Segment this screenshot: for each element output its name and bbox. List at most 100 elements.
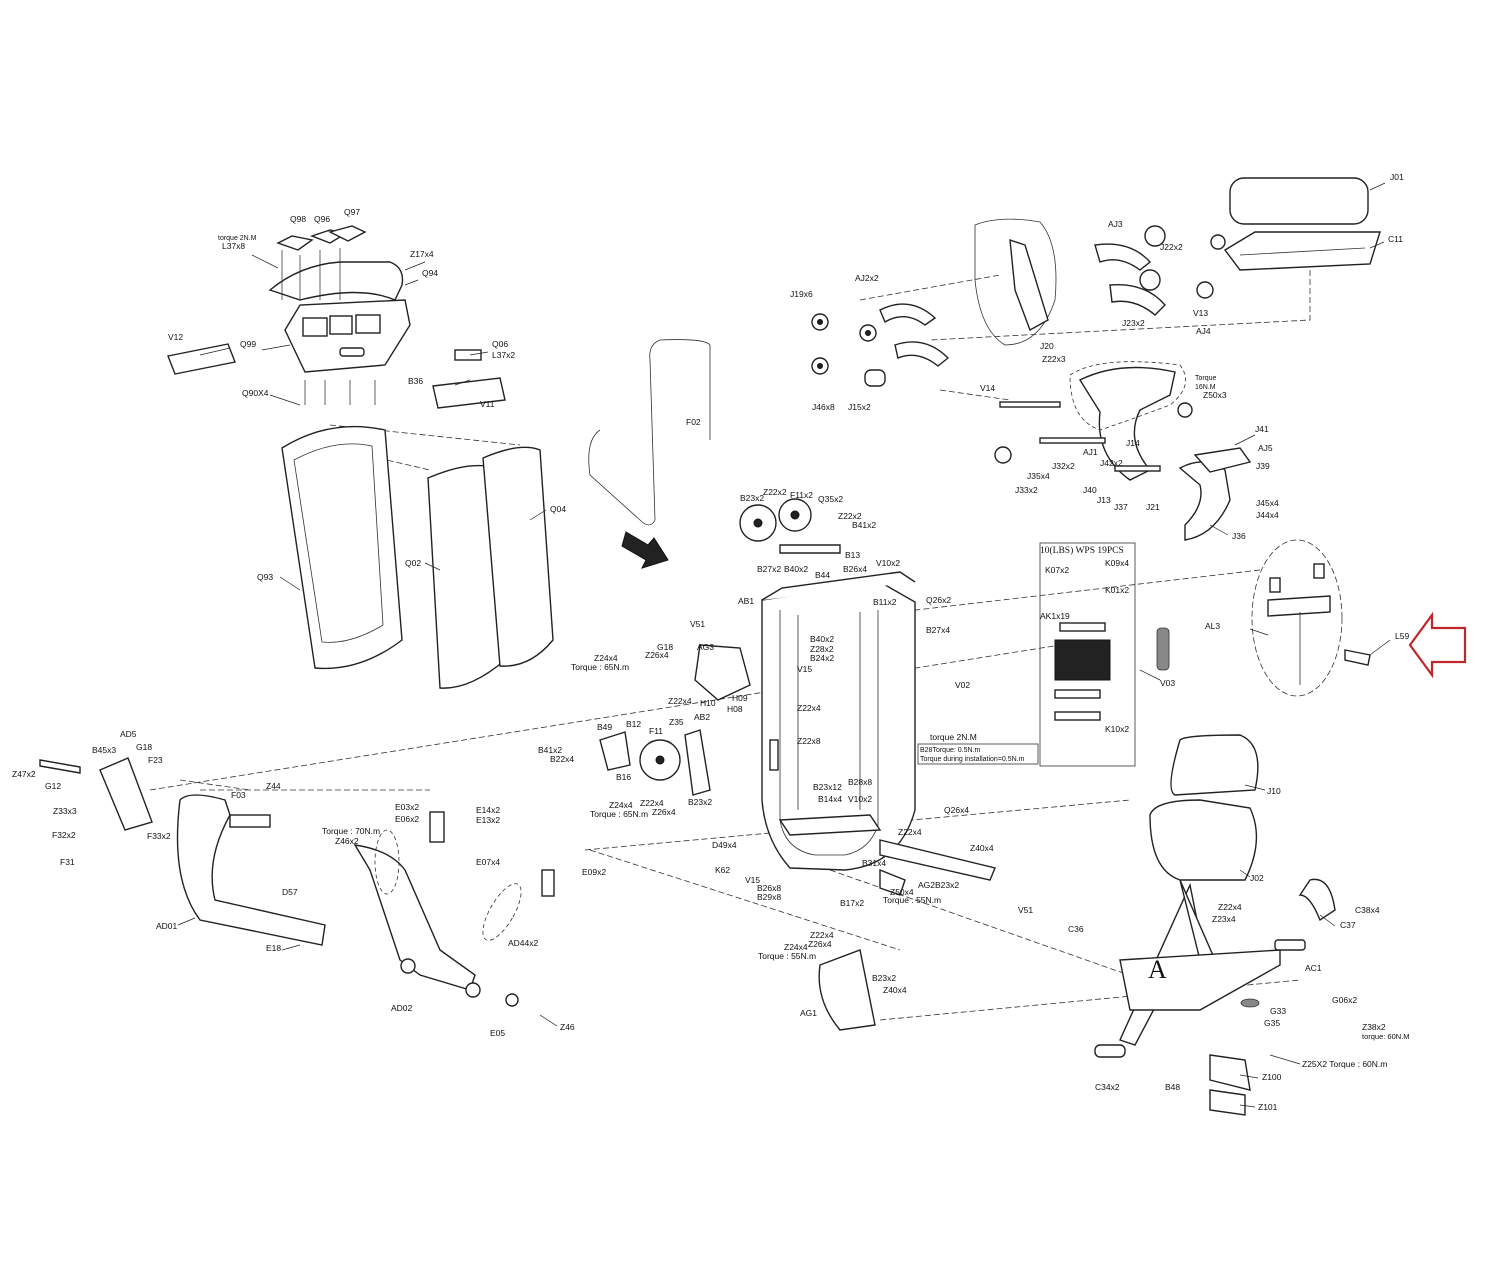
label-Q94: Q94 — [422, 268, 438, 278]
label-Z24x4-ag1: Z24x4 — [784, 942, 808, 952]
label-torque2nm-top: torque 2N.M — [218, 235, 257, 242]
label-K07x2: K07x2 — [1045, 565, 1069, 575]
label-AB1: AB1 — [738, 596, 754, 606]
frame-letter: A — [1148, 955, 1167, 984]
label-H09: H09 — [732, 693, 748, 703]
label-D57: D57 — [282, 887, 298, 897]
weight-stack-box — [1039, 542, 1170, 767]
label-F02: F02 — [686, 417, 701, 427]
label-K62: K62 — [715, 865, 730, 875]
label-Z101: Z101 — [1258, 1102, 1278, 1112]
label-G18-left: G18 — [136, 742, 152, 752]
label-C11: C11 — [1388, 234, 1403, 244]
label-Z25X2: Z25X2 Torque : 60N.m — [1302, 1059, 1387, 1069]
label-Z22x8: Z22x8 — [797, 736, 821, 746]
label-Z46x2: Z46x2 — [335, 836, 359, 846]
label-J15x2: J15x2 — [848, 402, 871, 412]
label-G18-mid: G18 — [657, 642, 673, 652]
label-Torque55-a: Torque : 55N.m — [883, 895, 941, 905]
label-B27x2: B27x2 — [757, 564, 781, 574]
label-torque2nm-v02: torque 2N.M — [930, 732, 977, 742]
label-Z22x4-v: Z22x4 — [797, 703, 821, 713]
label-J37: J37 — [1114, 502, 1128, 512]
label-F33x2: F33x2 — [147, 831, 171, 841]
label-J32x2: J32x2 — [1052, 461, 1075, 471]
label-Z100: Z100 — [1262, 1072, 1282, 1082]
label-Z38x2: Z38x2 — [1362, 1022, 1386, 1032]
label-Z22x4-r: Z22x4 — [1218, 902, 1242, 912]
label-Q02: Q02 — [405, 558, 421, 568]
label-J46x8: J46x8 — [812, 402, 835, 412]
label-Z50x4: Z50x4 — [890, 887, 914, 897]
label-E18: E18 — [266, 943, 281, 953]
label-B23x2-top: B23x2 — [740, 493, 764, 503]
b28-torque-note-box — [917, 743, 1039, 765]
label-AD44x2: AD44x2 — [508, 938, 539, 948]
label-E14x2: E14x2 — [476, 805, 500, 815]
label-V10x2-top: V10x2 — [876, 558, 900, 568]
label-Q98: Q98 — [290, 214, 306, 224]
label-V15-b: V15 — [745, 875, 760, 885]
label-Z33x3: Z33x3 — [53, 806, 77, 816]
leader-lines — [177, 182, 1391, 1108]
label-Z40x4-ag1: Z40x4 — [883, 985, 907, 995]
label-H08: H08 — [727, 704, 743, 714]
label-B24x2: B24x2 — [810, 653, 834, 663]
label-C37: C37 — [1340, 920, 1356, 930]
label-Z17x4: Z17x4 — [410, 249, 434, 259]
console-assembly — [167, 225, 506, 409]
label-AD5: AD5 — [120, 729, 137, 739]
label-Q90X4: Q90X4 — [242, 388, 269, 398]
label-B26x8: B26x8 — [757, 883, 781, 893]
label-torque60-a: torque: 60N.M — [1362, 1032, 1410, 1041]
label-Z26x4-mid: Z26x4 — [645, 650, 669, 660]
label-F31: F31 — [60, 857, 75, 867]
label-Q35x2: Q35x2 — [818, 494, 843, 504]
label-F11: F11 — [649, 726, 663, 736]
label-D49x4: D49x4 — [712, 840, 737, 850]
label-Z23x4: Z23x4 — [1212, 914, 1236, 924]
label-B17x2: B17x2 — [840, 898, 864, 908]
label-J42x2: J42x2 — [1100, 458, 1123, 468]
label-B41x2-top: B41x2 — [852, 520, 876, 530]
label-Q97: Q97 — [344, 207, 360, 217]
label-V51-top: V51 — [690, 619, 705, 629]
label-J20: J20 — [1040, 341, 1054, 351]
label-J14: J14 — [1126, 438, 1140, 448]
label-V15-top: V15 — [797, 664, 812, 674]
label-L37x2: L37x2 — [492, 350, 515, 360]
shroud-panels — [281, 425, 554, 689]
label-Q26x4: Q26x4 — [944, 805, 969, 815]
label-Z35: Z35 — [669, 717, 684, 727]
label-J40: J40 — [1083, 485, 1097, 495]
label-Torque65-b: Torque : 65N.m — [590, 809, 648, 819]
label-E09x2: E09x2 — [582, 867, 606, 877]
label-AJ3: AJ3 — [1108, 219, 1123, 229]
label-J19x6: J19x6 — [790, 289, 813, 299]
seat-adjuster-assembly — [811, 177, 1381, 541]
label-Z40x4-r: Z40x4 — [970, 843, 994, 853]
label-V02: V02 — [955, 680, 970, 690]
label-AB2: AB2 — [694, 712, 710, 722]
label-Z22x3: Z22x3 — [1042, 354, 1066, 364]
main-frame-AB1 — [599, 498, 996, 881]
label-Q04: Q04 — [550, 504, 566, 514]
cable-F02 — [588, 339, 711, 569]
label-B36: B36 — [408, 376, 423, 386]
label-B45x3: B45x3 — [92, 745, 116, 755]
label-B40x2: B40x2 — [810, 634, 834, 644]
label-Z44: Z44 — [266, 781, 281, 791]
label-B41x2: B41x2 — [538, 745, 562, 755]
label-K10x2: K10x2 — [1105, 724, 1129, 734]
label-Z22x2-b: Z22x2 — [838, 511, 862, 521]
label-16NM: 16N.M — [1195, 384, 1216, 391]
label-J22x2: J22x2 — [1160, 242, 1183, 252]
label-Z22x4-mid: Z22x4 — [668, 696, 692, 706]
label-L59: L59 — [1395, 631, 1409, 641]
label-B12: B12 — [626, 719, 641, 729]
label-Q93: Q93 — [257, 572, 273, 582]
label-E07x4: E07x4 — [476, 857, 500, 867]
label-B23x2-b: B23x2 — [688, 797, 712, 807]
label-B23x2-ag1: B23x2 — [872, 973, 896, 983]
label-Z47x2: Z47x2 — [12, 769, 36, 779]
